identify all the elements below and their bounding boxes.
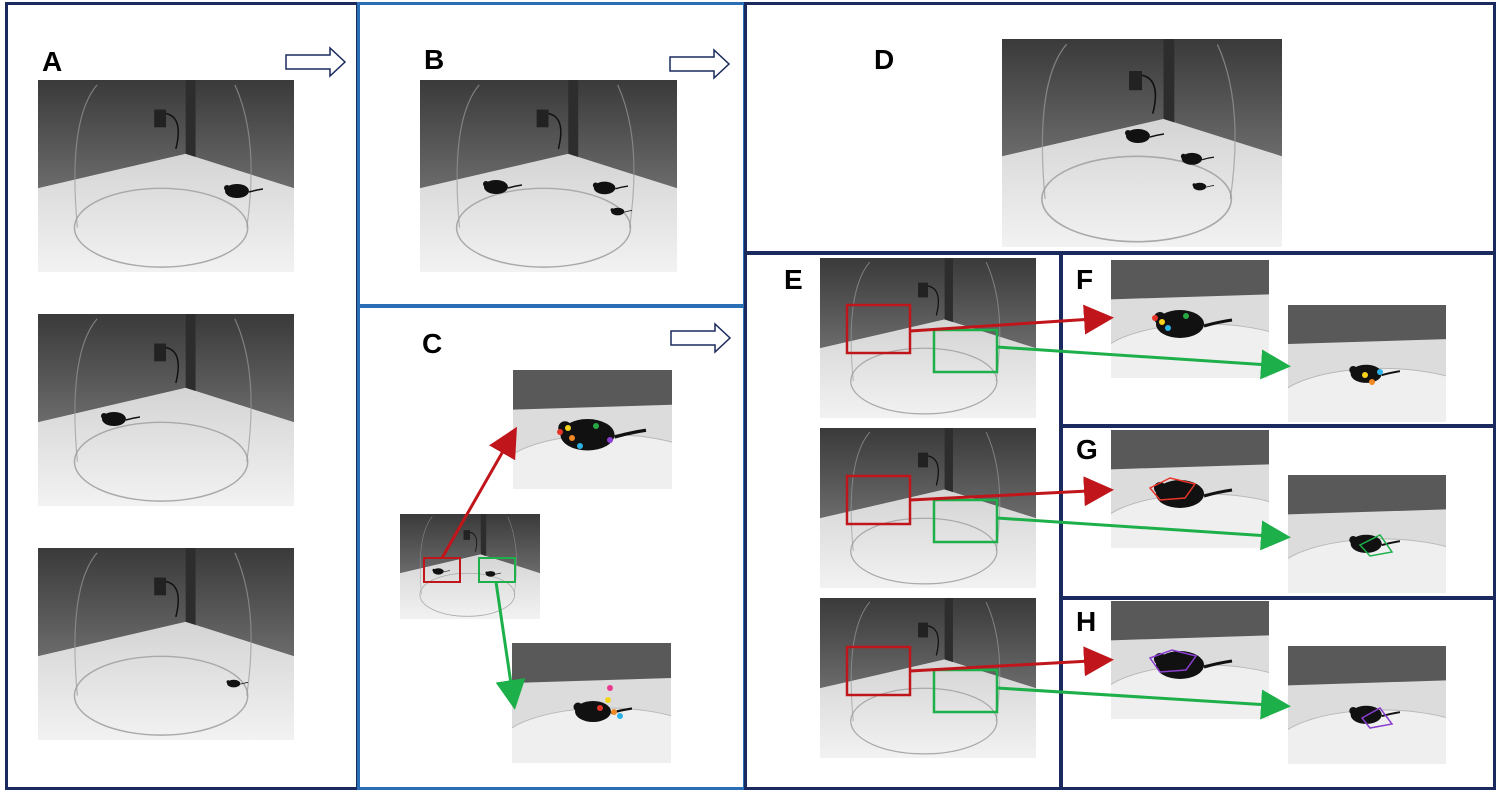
panel-label-f: F xyxy=(1076,264,1094,295)
panel-label-b: B xyxy=(424,44,445,75)
panel-g-closeup-red xyxy=(1111,430,1269,548)
panel-b-frame xyxy=(420,80,677,272)
panel-h-closeup-red xyxy=(1111,601,1269,719)
panel-label-c: C xyxy=(422,328,443,359)
panel-c-closeup-red xyxy=(513,370,672,489)
panel-e-frame-3 xyxy=(820,598,1036,758)
panel-a-frame-2 xyxy=(38,314,294,506)
panel-label-g: G xyxy=(1076,434,1098,465)
panel-a-frame-3 xyxy=(38,548,294,740)
panel-c-closeup-green xyxy=(512,643,671,763)
panel-label-a: A xyxy=(42,46,63,77)
panel-g-closeup-green xyxy=(1288,475,1446,593)
panel-c-source-frame xyxy=(400,514,540,619)
panel-a-frame-1 xyxy=(38,80,294,272)
panel-label-d: D xyxy=(874,44,895,75)
panel-f-closeup-green xyxy=(1288,305,1446,422)
panel-h-closeup-green xyxy=(1288,646,1446,764)
panel-label-e: E xyxy=(784,264,803,295)
panel-e-frame-1 xyxy=(820,258,1036,418)
panel-e-frame-2 xyxy=(820,428,1036,588)
panel-f-closeup-red xyxy=(1111,260,1269,378)
panel-d-frame xyxy=(1002,39,1282,247)
panel-label-h: H xyxy=(1076,606,1097,637)
